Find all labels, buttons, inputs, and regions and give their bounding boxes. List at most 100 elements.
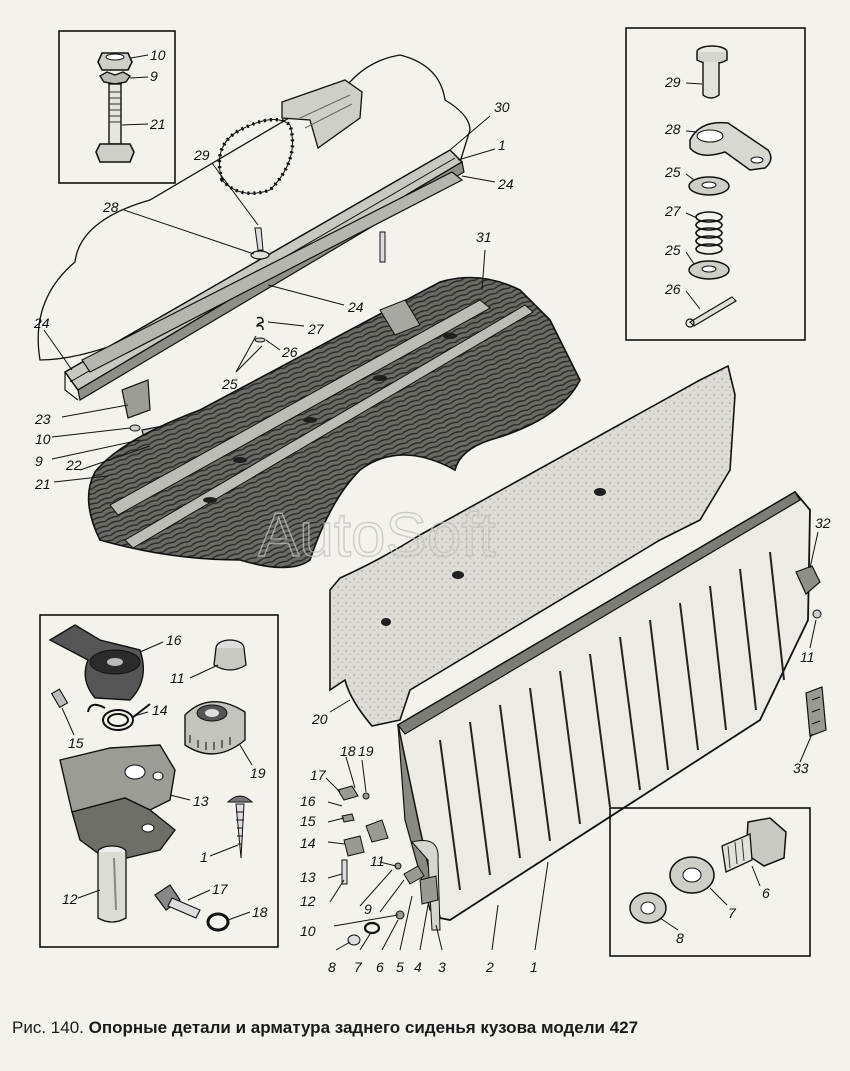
bracket-part: [689, 121, 772, 171]
callout-9: 9: [364, 901, 372, 917]
callout-10: 10: [300, 923, 316, 939]
callout-26: 26: [281, 344, 298, 360]
callout-28: 28: [664, 121, 681, 137]
callout-10: 10: [35, 431, 51, 447]
rail-bracket: [121, 379, 151, 419]
pin-part: [696, 45, 728, 99]
callout-17: 17: [212, 881, 229, 897]
hinge-bracket-part: [59, 744, 176, 863]
hex-bolt-part: [721, 817, 787, 873]
callout-25: 25: [664, 242, 681, 258]
callout-13: 13: [300, 869, 316, 885]
callout-16: 16: [300, 793, 316, 809]
clip-part: [805, 686, 827, 737]
callout-7: 7: [354, 959, 363, 975]
seat-board: [87, 276, 581, 569]
callout-29: 29: [193, 147, 210, 163]
washer-upper-part: [688, 176, 730, 196]
inset-bolt-nut: 10 9 21: [58, 30, 176, 184]
callout-12: 12: [300, 893, 316, 909]
callout-24: 24: [33, 315, 50, 331]
callout-19: 19: [358, 743, 374, 759]
callout-9: 9: [35, 453, 43, 469]
inset-frame: [625, 27, 806, 341]
callout-24: 24: [347, 299, 364, 315]
callout-26: 26: [664, 281, 681, 297]
callout-27: 27: [307, 321, 325, 337]
callout-33: 33: [793, 760, 809, 776]
spring-washer-part: [206, 912, 230, 932]
callout-21: 21: [34, 476, 51, 492]
small-washer-part: [629, 892, 667, 924]
watermark: AutoSoft: [258, 501, 496, 570]
cotter-pin-part: [685, 296, 737, 328]
callout-14: 14: [152, 702, 168, 718]
seat-assembly: 30 1 24 29 28 24 31 27 26 24 25 23 10 9 …: [33, 54, 581, 569]
callout-16: 16: [166, 632, 182, 648]
callout-24: 24: [497, 176, 514, 192]
callout-15: 15: [68, 735, 84, 751]
slide-rail-lower: [81, 171, 464, 373]
callout-21: 21: [149, 116, 166, 132]
inset-pivot-parts: 29 28 25 27 25 26: [625, 27, 806, 341]
callout-22: 22: [65, 457, 82, 473]
callout-3: 3: [438, 959, 446, 975]
inset-frame: [58, 30, 176, 184]
bolt-small-part: [154, 884, 201, 919]
callout-27: 27: [664, 203, 682, 219]
callout-1: 1: [530, 959, 538, 975]
pin-small-part: [50, 688, 69, 709]
seat-outline: [37, 54, 471, 361]
nut-part: [97, 52, 133, 71]
callout-29: 29: [664, 74, 681, 90]
callout-18: 18: [340, 743, 356, 759]
caption-prefix: Рис. 140.: [12, 1018, 84, 1037]
spring-part: [695, 211, 723, 255]
callout-17: 17: [310, 767, 327, 783]
callout-4: 4: [414, 959, 422, 975]
flat-washer-part: [669, 856, 715, 894]
callout-32: 32: [815, 515, 831, 531]
cap-part: [213, 639, 247, 671]
callout-5: 5: [396, 959, 404, 975]
callout-18: 18: [252, 904, 268, 920]
inset-hinge-parts: 16 11 14 15 19 13 1 12 17 18: [39, 614, 279, 948]
inset-frame: [39, 614, 279, 948]
inset-bolt-washers: 6 7 8: [609, 807, 811, 957]
callout-6: 6: [376, 959, 384, 975]
knob-part: [184, 701, 246, 755]
callout-9: 9: [150, 68, 158, 84]
star-washer-part: [99, 71, 131, 85]
callout-14: 14: [300, 835, 316, 851]
hinge-group: 18 19 17 16 15 14 13 12 11 9 10 8 7 6 5 …: [300, 743, 549, 975]
inset-frame: [609, 807, 811, 957]
callout-20: 20: [311, 711, 328, 727]
callout-30: 30: [494, 99, 510, 115]
screw-part: [226, 795, 254, 859]
backrest-board: [329, 364, 736, 727]
callout-12: 12: [62, 891, 78, 907]
callout-28: 28: [102, 199, 119, 215]
callout-25: 25: [221, 376, 238, 392]
washer-lower-part: [688, 260, 730, 280]
callout-15: 15: [300, 813, 316, 829]
axle-part: [97, 845, 127, 923]
callout-11: 11: [170, 670, 185, 686]
callout-10: 10: [150, 47, 166, 63]
cushion-pad: [281, 79, 363, 150]
callout-13: 13: [193, 793, 209, 809]
callout-6: 6: [762, 885, 770, 901]
caption-title: Опорные детали и арматура заднего сидень…: [88, 1018, 639, 1037]
torsion-spring-part: [87, 703, 151, 731]
callout-31: 31: [476, 229, 492, 245]
callout-1: 1: [200, 849, 208, 865]
callout-8: 8: [328, 959, 336, 975]
callout-2: 2: [485, 959, 494, 975]
callout-11: 11: [370, 853, 385, 869]
callout-19: 19: [250, 765, 266, 781]
callout-25: 25: [664, 164, 681, 180]
bolt-part: [95, 83, 135, 163]
strap-loop: [217, 117, 295, 196]
callout-8: 8: [676, 930, 684, 946]
